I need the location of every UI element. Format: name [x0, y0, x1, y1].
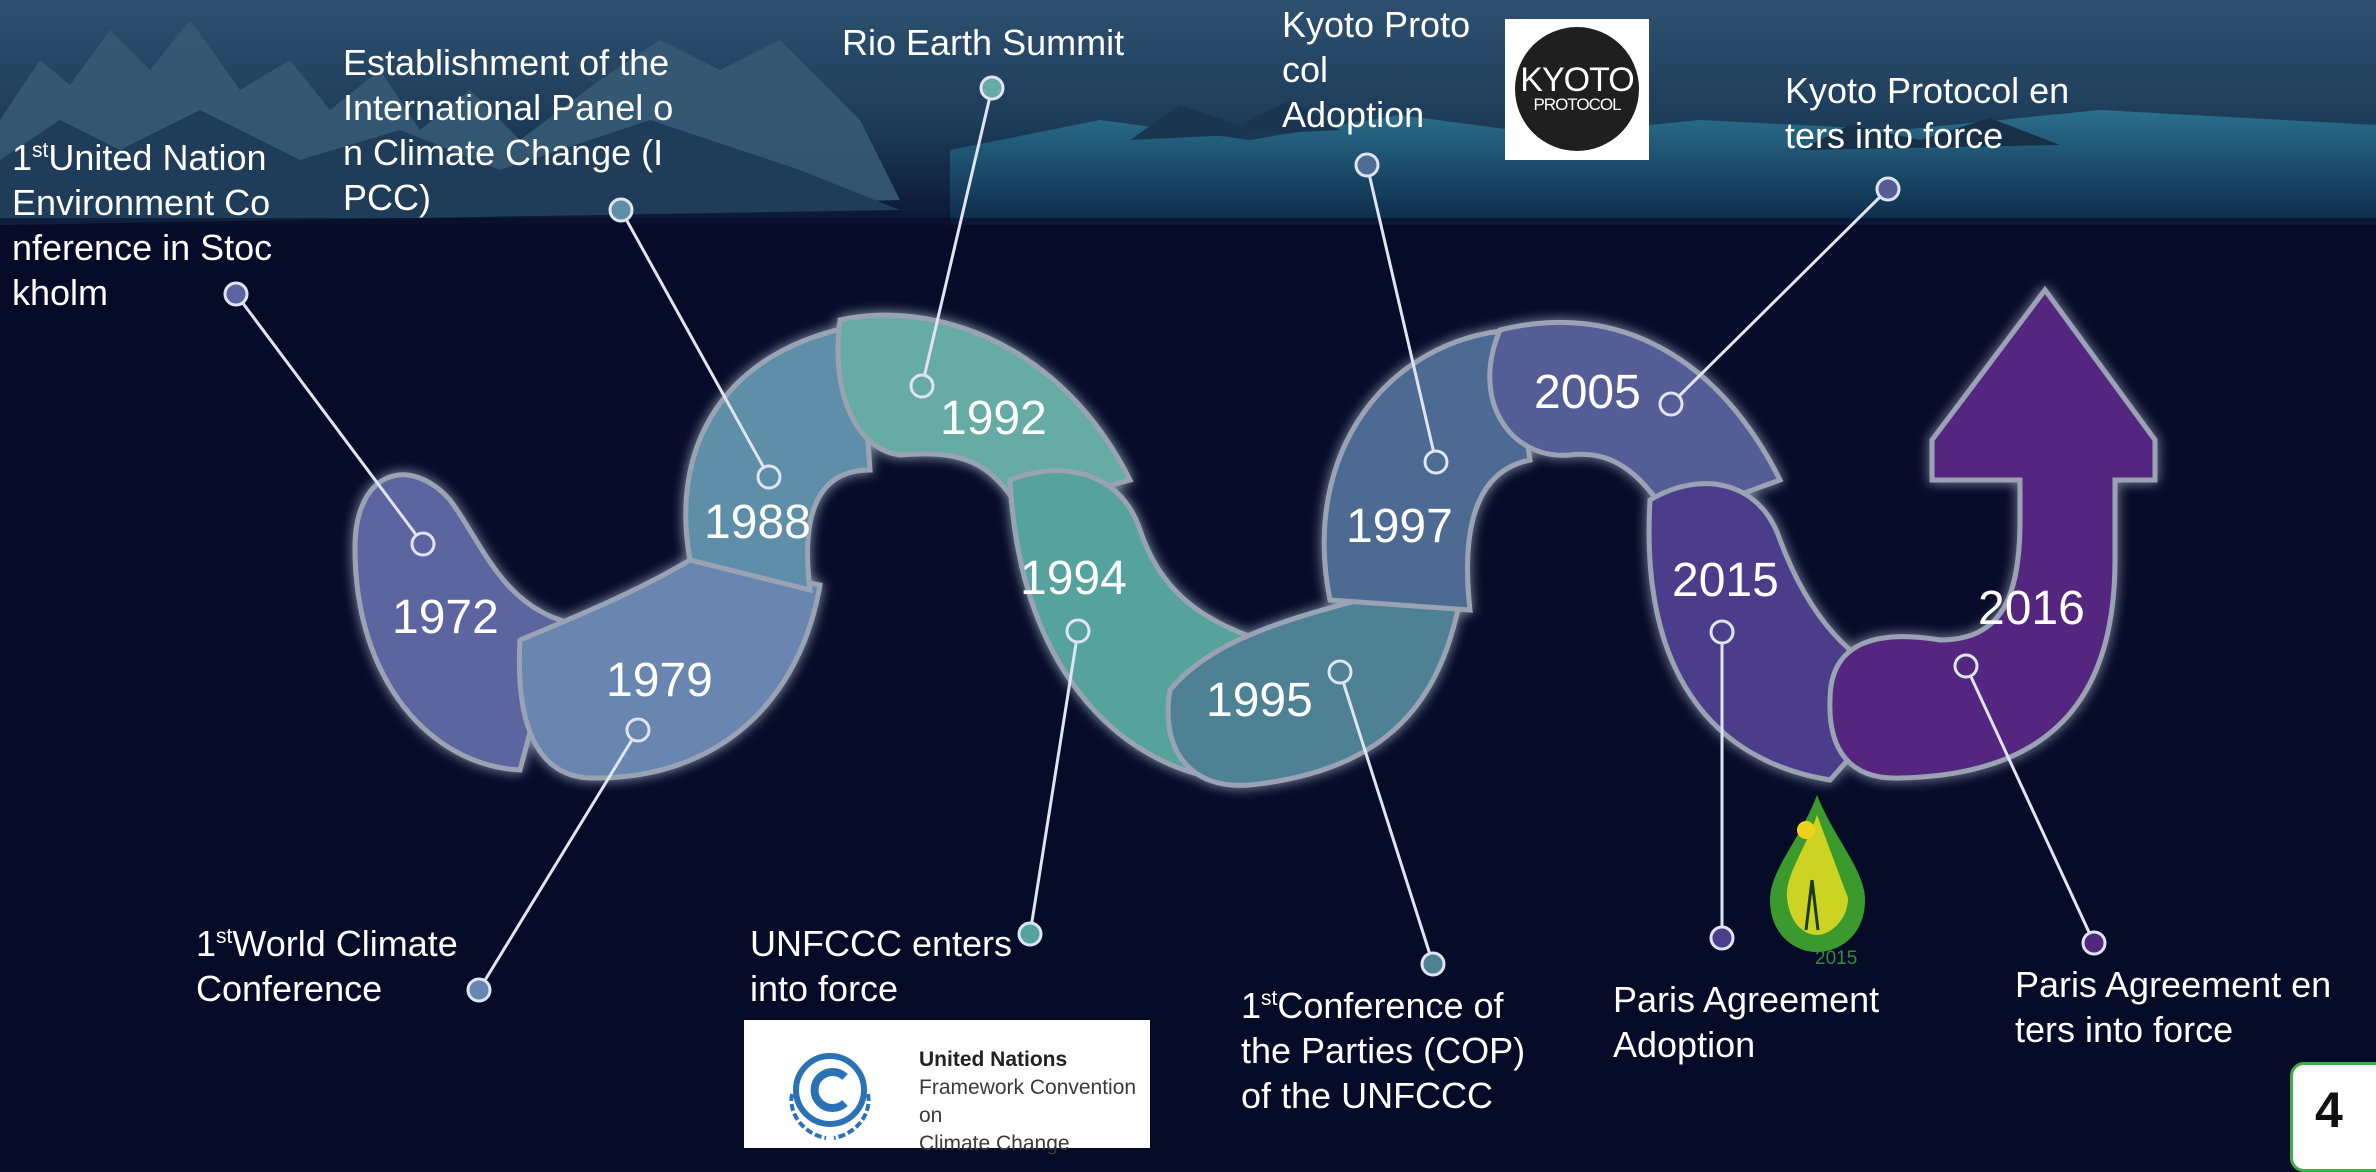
year-2016: 2016: [1978, 582, 2085, 635]
event-label-2016: Paris Agreement en ters into force: [2015, 962, 2375, 1052]
text-2015: Paris Agreement Adoption: [1613, 979, 1880, 1065]
text-2005: Kyoto Protocol en ters into force: [1785, 70, 2070, 156]
prefix-1972: 1: [12, 137, 33, 178]
connector-1995: [1327, 659, 1446, 977]
event-label-1979: 1stWorld Climate Conference: [196, 921, 516, 1011]
year-1988: 1988: [704, 496, 811, 549]
unfccc-line2: Framework Convention on: [919, 1076, 1137, 1127]
unfccc-text: United Nations Framework Convention on C…: [919, 1046, 1150, 1158]
event-label-1988: Establishment of the International Panel…: [343, 40, 703, 220]
connector-2005: [1658, 176, 1901, 417]
segment-2016-arrow: [1827, 285, 2158, 781]
sup-1972: st: [32, 139, 49, 162]
timeline-diagram: 1972 1979 1988 1992 1994 1995 1997 2005 …: [0, 0, 2376, 1003]
connectors: [223, 75, 2107, 1003]
event-label-2005: Kyoto Protocol en ters into force: [1785, 68, 2125, 158]
year-1979: 1979: [606, 654, 713, 707]
year-1995: 1995: [1206, 674, 1313, 727]
unfccc-line1: United Nations: [919, 1048, 1068, 1071]
event-label-2015: Paris Agreement Adoption: [1613, 977, 1933, 1067]
year-labels: 1972 1979 1988 1992 1994 1995 1997 2005 …: [392, 366, 2085, 727]
prefix-1979: 1: [196, 923, 217, 964]
connector-1988: [608, 197, 782, 490]
unfccc-emblem: [789, 1053, 871, 1140]
year-1997: 1997: [1346, 500, 1453, 553]
cop21-leaf-logo: [1770, 795, 1865, 952]
year-2015: 2015: [1672, 554, 1779, 607]
year-1992: 1992: [940, 392, 1047, 445]
text-1994: UNFCCC enters into force: [750, 923, 1013, 1009]
text-1997: Kyoto Proto col Adoption: [1282, 4, 1471, 135]
year-1994: 1994: [1020, 552, 1127, 605]
segment-1979: [516, 557, 823, 781]
segment-2005: [1487, 319, 1784, 524]
connector-2015: [1709, 619, 1735, 951]
segment-1992: [835, 312, 1134, 513]
unfccc-line3: Climate Change: [919, 1132, 1070, 1155]
kyoto-logo-disc: KYOTO PROTOCOL: [1515, 27, 1639, 151]
connector-1979: [466, 717, 651, 1003]
text-1992: Rio Earth Summit: [842, 22, 1125, 63]
background-scenery: [0, 0, 2376, 228]
cop21-logo-year: 2015: [1815, 948, 1858, 969]
segment-1972: [352, 472, 564, 773]
event-label-1994: UNFCCC enters into force: [750, 921, 1070, 1011]
connector-1997: [1354, 152, 1449, 475]
page-number-badge: 4: [2290, 1062, 2376, 1172]
text-1972: United Nation Environment Co nference in…: [12, 137, 273, 313]
unfccc-logo: United Nations Framework Convention on C…: [744, 1020, 1150, 1155]
connector-1972: [223, 281, 436, 557]
connector-2016: [1953, 653, 2107, 956]
kyoto-logo-line2: PROTOCOL: [1533, 95, 1621, 114]
text-1979: World Climate Conference: [196, 923, 458, 1009]
event-label-1972: 1stUnited Nation Environment Co nference…: [12, 135, 312, 315]
year-2005: 2005: [1534, 366, 1641, 419]
prefix-1995: 1: [1241, 985, 1262, 1026]
text-1988: Establishment of the International Panel…: [343, 42, 674, 218]
event-label-1992: Rio Earth Summit: [842, 20, 1202, 65]
connector-1992: [909, 75, 1005, 399]
segment-1995: [1165, 577, 1463, 788]
event-label-1995: 1stConference of the Parties (COP) of th…: [1241, 983, 1601, 1118]
text-1995: Conference of the Parties (COP) of the U…: [1241, 985, 1526, 1116]
kyoto-logo-line1: KYOTO: [1520, 61, 1634, 99]
year-1972: 1972: [392, 591, 499, 644]
event-label-1997: Kyoto Proto col Adoption: [1282, 2, 1502, 137]
sup-1995: st: [1261, 987, 1278, 1010]
connector-1994: [1017, 618, 1091, 947]
kyoto-protocol-logo: KYOTO PROTOCOL: [1505, 19, 1649, 160]
text-2016: Paris Agreement en ters into force: [2015, 964, 2332, 1050]
sup-1979: st: [216, 925, 233, 948]
page-number: 4: [2315, 1082, 2343, 1138]
